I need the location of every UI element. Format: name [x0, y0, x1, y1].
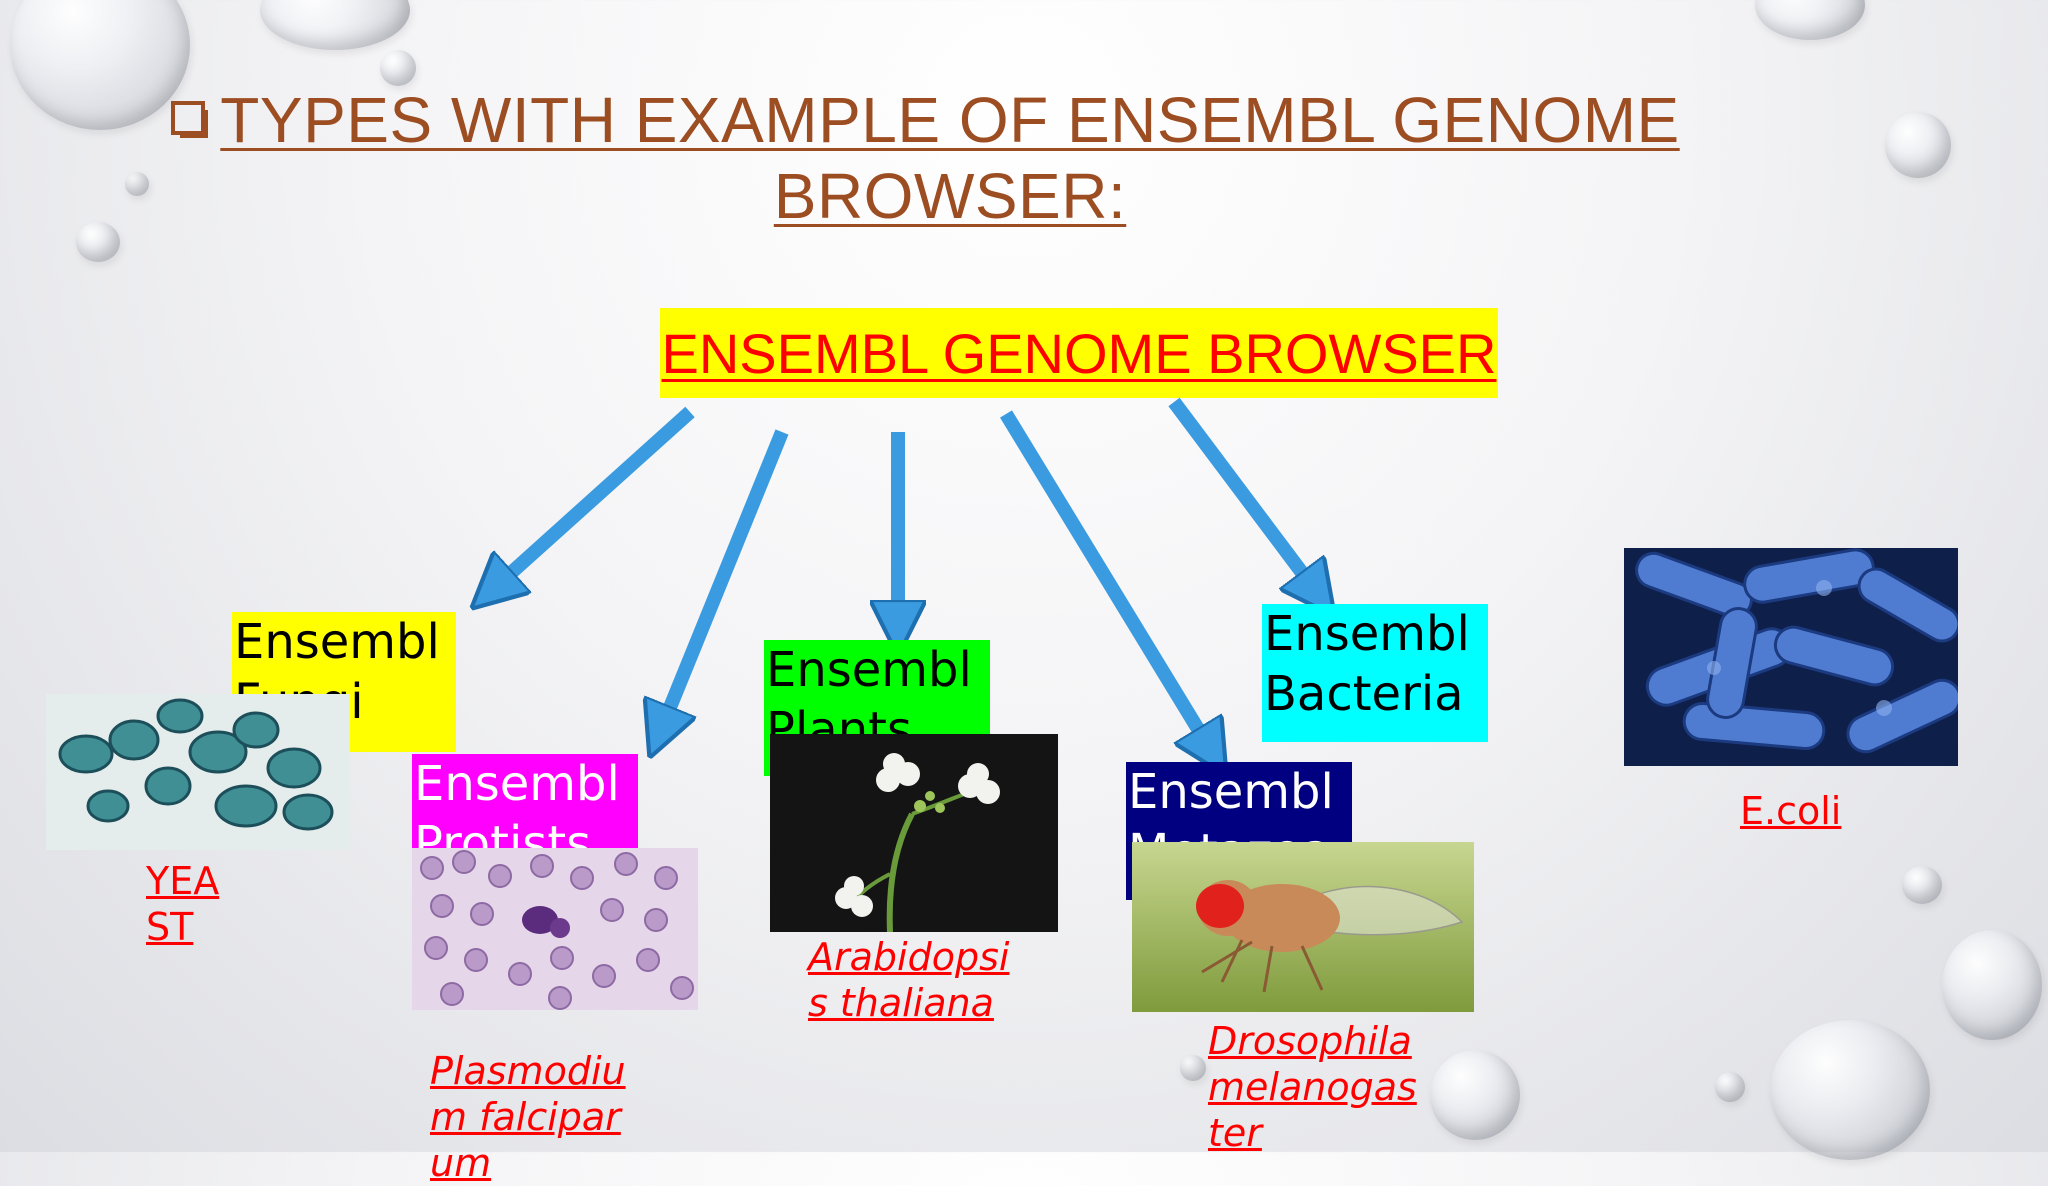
water-droplet [380, 50, 416, 86]
caption-plasmodium: Plasmodium falciparum [430, 1049, 626, 1185]
arrow-to-fungi [492, 406, 695, 590]
ensembl-genome-browser-header: ENSEMBL GENOME BROWSER [660, 308, 1498, 398]
water-droplet [260, 0, 410, 50]
caption-drosophila: Drosophila melanogaster [1208, 1019, 1417, 1155]
yeast-photo [46, 694, 350, 850]
fruit-fly-photo [1132, 842, 1474, 1012]
water-droplet [1180, 1055, 1206, 1081]
water-droplet [1715, 1072, 1745, 1102]
water-droplet [1770, 1020, 1930, 1160]
water-droplet [1755, 0, 1865, 40]
water-droplet [1902, 866, 1942, 904]
water-droplet [1942, 930, 2042, 1040]
slide-title: TYPES WITH EXAMPLE OF ENSEMBL GENOME BRO… [220, 84, 1680, 232]
water-droplet [1885, 112, 1951, 178]
label-ensembl-bacteria: Ensembl Bacteria [1262, 604, 1488, 742]
arabidopsis-photo [770, 734, 1058, 932]
e-coli-photo [1624, 548, 1958, 766]
caption-e-coli: E.coli [1740, 789, 1842, 833]
water-droplet [10, 0, 190, 130]
header-label: ENSEMBL GENOME BROWSER [661, 321, 1497, 385]
arrow-to-bacteria [1168, 397, 1318, 594]
label-ensembl-protists: Ensembl Protists [412, 754, 638, 854]
checkbox-bullet-icon [170, 100, 210, 140]
caption-yeast: YEAST [146, 859, 220, 949]
arrow-to-metazoa [1000, 410, 1212, 752]
water-droplet [1430, 1050, 1520, 1140]
caption-arabidopsis: Arabidopsis thaliana [808, 935, 1010, 1025]
water-droplet [125, 172, 149, 196]
blood-smear-photo [412, 848, 698, 1010]
water-droplet [76, 222, 120, 262]
